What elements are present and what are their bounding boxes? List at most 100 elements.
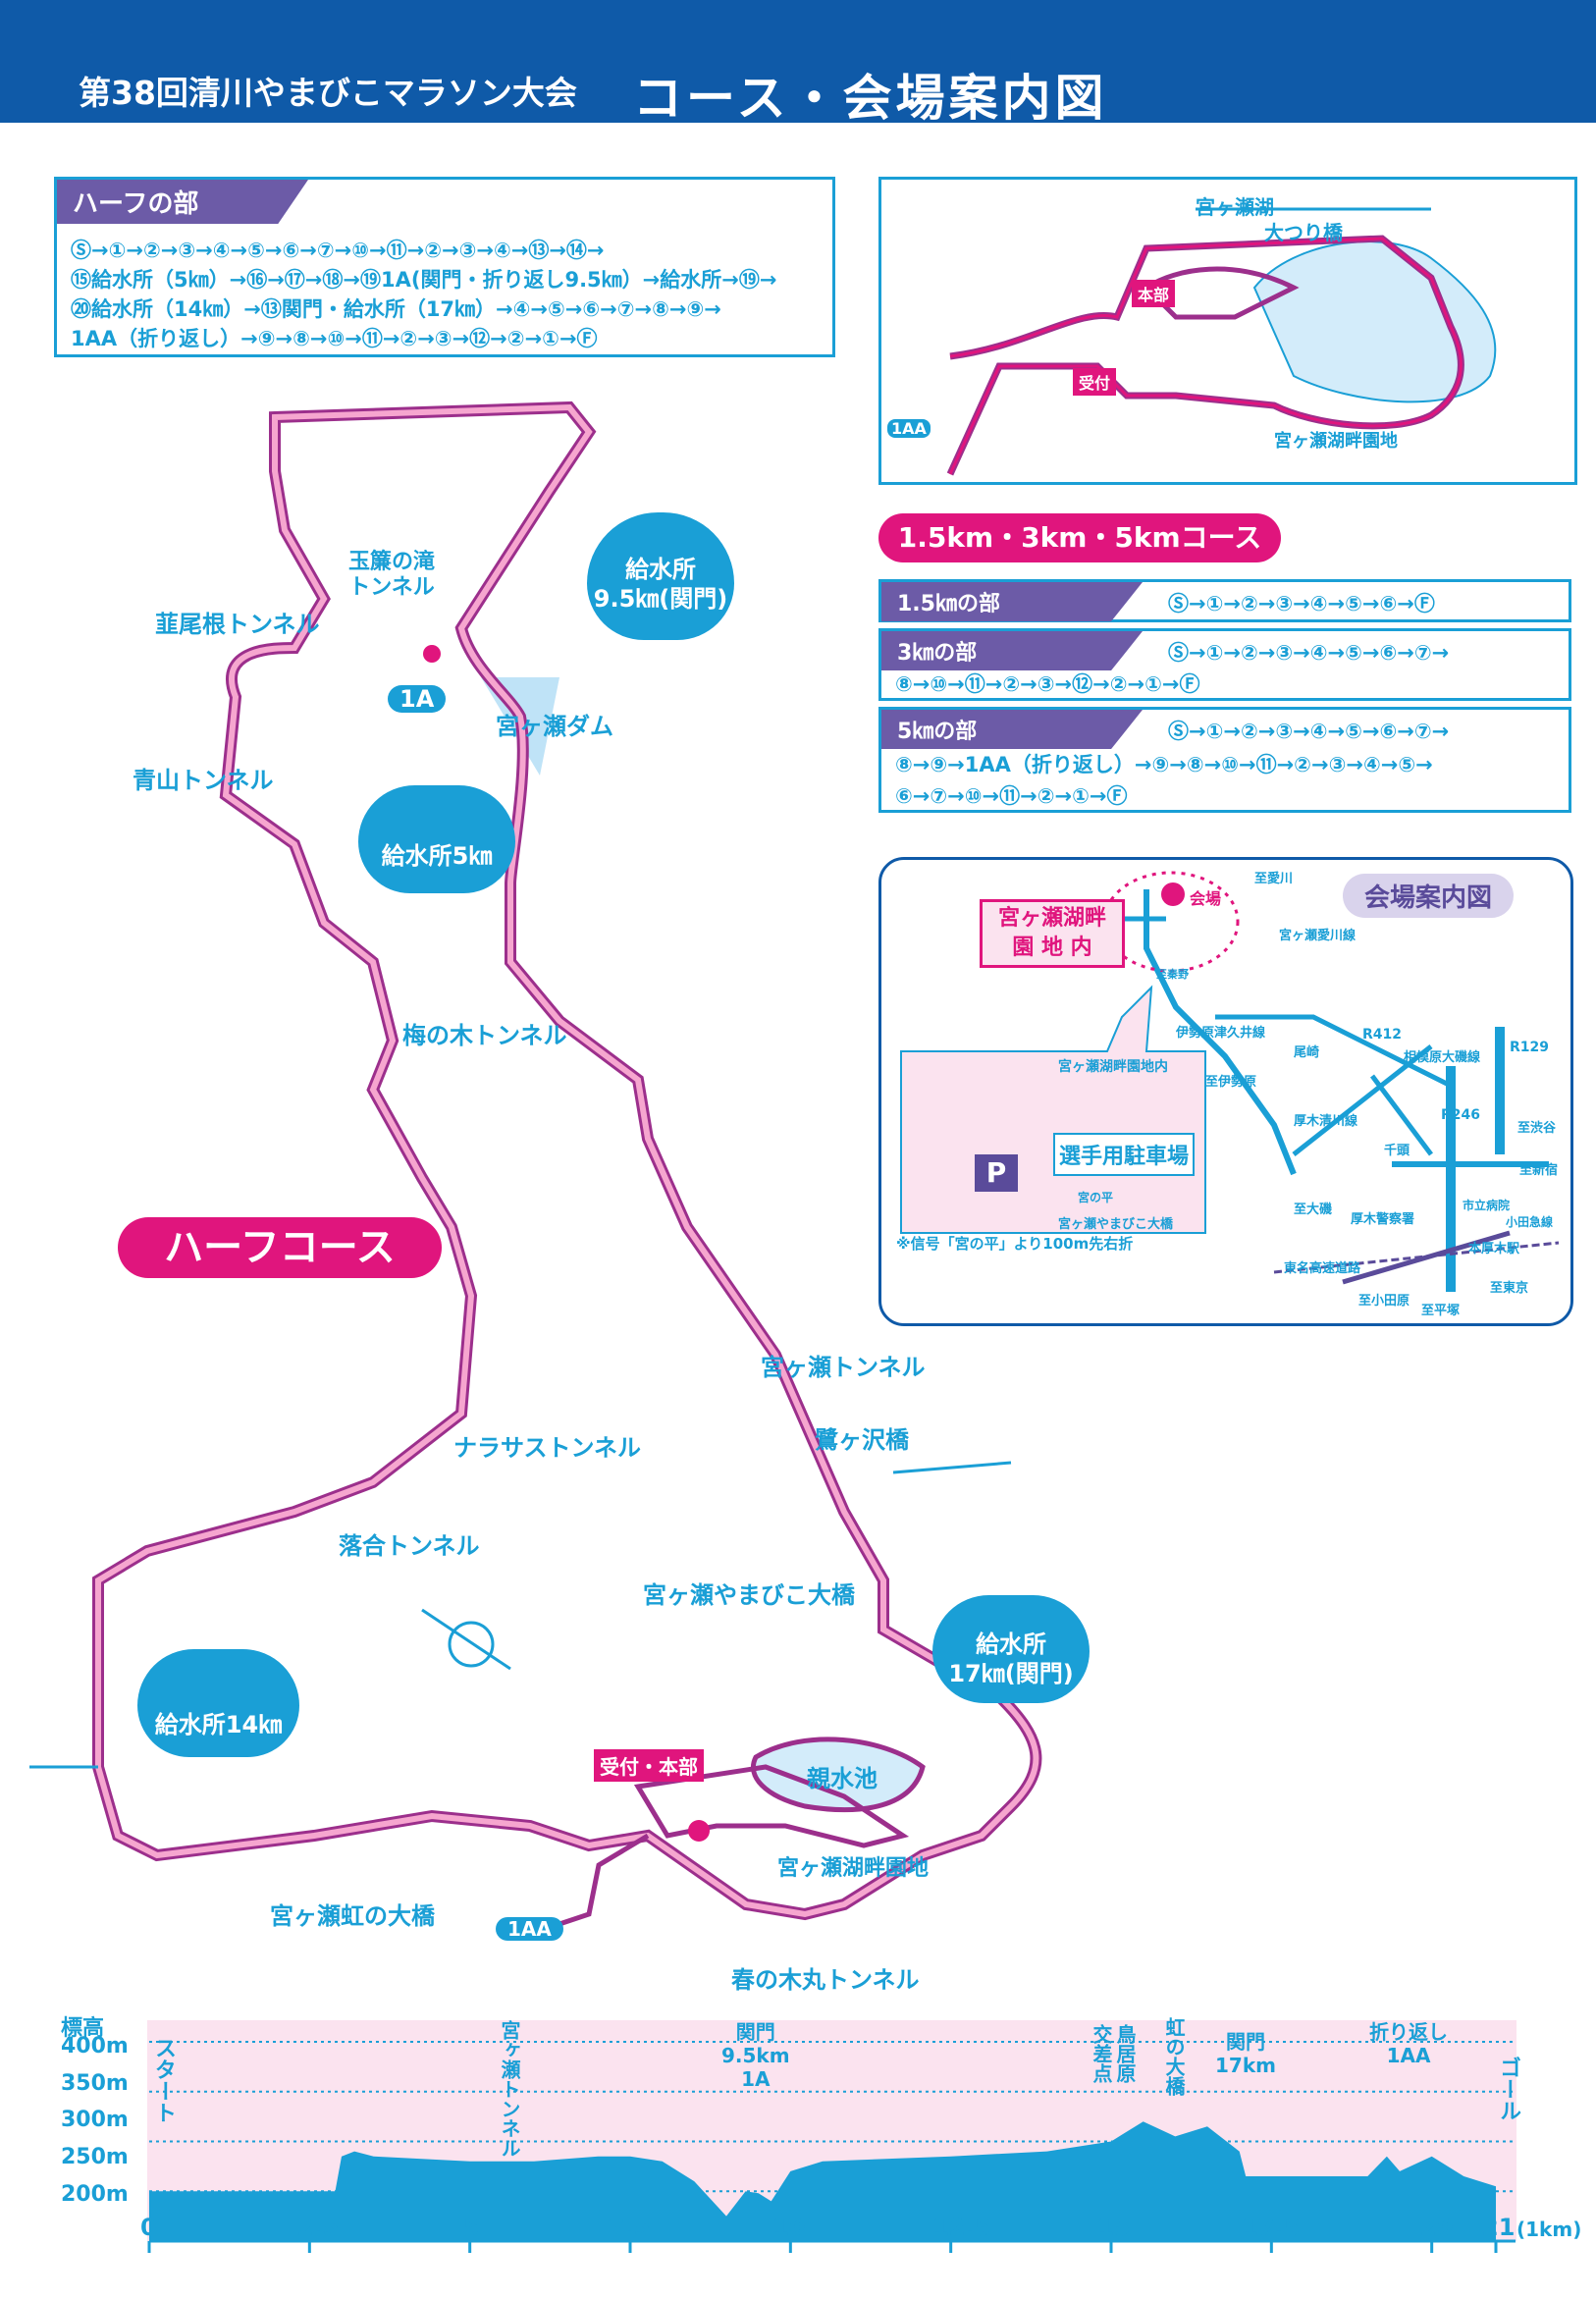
label-sagisawa-bridge: 鷺ヶ沢橋 [815,1426,909,1454]
venue-road-hadano: 至秦野 [1156,968,1189,981]
course-5km-tag: 5㎞の部 [881,710,1143,749]
venue-road-odawara: 至小田原 [1358,1294,1410,1309]
course-5km-line-1: Ⓢ→①→②→③→④→⑤→⑥→⑦→ [1168,720,1450,743]
label-aoyama-tunnel: 青山トンネル [133,767,274,794]
venue-road-r246: R246 [1441,1107,1481,1123]
course-3km-line-1: Ⓢ→①→②→③→④→⑤→⑥→⑦→ [1168,641,1450,665]
venue-road-isehara: 至伊勢原 [1205,1075,1257,1090]
venue-road-r129: R129 [1510,1040,1550,1055]
event-subtitle: 第38回清川やまびこマラソン大会 [79,74,577,112]
water-station-5km-label: 給水所5㎞ [381,842,493,870]
oyaike-pond [751,1737,926,1813]
inset-hq-label: 本部 [1132,280,1176,307]
venue-road-r412: R412 [1362,1027,1403,1043]
venue-road-hon-atsugi: 本厚木駅 [1468,1242,1520,1256]
elevation-annot-niji: 虹の大橋 [1162,2017,1186,2096]
x-tick-0: 0 [140,2214,157,2241]
elevation-annot-9-5: 関門 9.5km 1A [721,2020,790,2091]
half-course-map [29,401,1042,1937]
course-5km-box: 5㎞の部 Ⓢ→①→②→③→④→⑤→⑥→⑦→ ⑧→⑨→1AA（折り返し）→⑨→⑧→… [878,707,1571,813]
x-tick-15: 15 [1097,2214,1131,2241]
elevation-annot-17: 関門 17km [1215,2030,1276,2077]
label-tamasudare-tunnel: 玉簾の滝 トンネル [348,550,436,600]
label-dam: 宮ヶ瀬ダム [496,713,613,740]
venue-road-odakyu: 小田急線 [1506,1215,1554,1229]
course-5km-line-2: ⑧→⑨→1AA（折り返し）→⑨→⑧→⑩→⑪→②→③→④→⑤→ [895,753,1433,776]
venue-road-hospital: 市立病院 [1463,1199,1511,1212]
venue-road-tokyo: 至東京 [1490,1281,1529,1296]
label-niji-bridge: 宮ヶ瀬虹の大橋 [270,1902,435,1930]
venue-road-police: 厚木警察署 [1351,1212,1415,1227]
elevation-y-title: 標高 [61,2016,105,2041]
parking-icon: P [975,1154,1018,1192]
venue-note: ※信号「宮の平」より100m先右折 [896,1235,1134,1253]
header-bar: 第38回清川やまびこマラソン大会 コース・会場案内図 [0,0,1596,127]
label-nirao-tunnel: 韮尾根トンネル [155,611,320,638]
short-course-title: 1.5km・3km・5kmコース [878,513,1281,562]
half-route-line-2: ⑮給水所（5㎞）→⑯→⑰→⑱→⑲1A(関門・折り返し9.5㎞）→給水所→⑲→ [71,268,777,292]
half-route-line-4: 1AA（折り返し）→⑨→⑧→⑩→⑪→②→③→⑫→②→①→Ⓕ [71,327,598,350]
elevation-y-300: 300m [61,2108,129,2132]
label-yamabiko-bridge: 宮ヶ瀬やまびこ大橋 [643,1581,855,1609]
course-3km-box: 3㎞の部 Ⓢ→①→②→③→④→⑤→⑥→⑦→ ⑧→⑩→⑪→②→③→⑫→②→①→Ⓕ [878,628,1571,701]
x-tick-21: 21 [1482,2214,1516,2241]
label-oyaike-pond: 親水池 [807,1765,878,1792]
elevation-chart [147,2020,1516,2253]
x-axis-unit: (1km) [1516,2218,1582,2241]
venue-road-hiratsuka: 至平塚 [1421,1304,1461,1318]
x-tick-7-5: 7.5 [609,2214,651,2241]
venue-road-aikawa: 至愛川 [1254,872,1294,886]
inset-park-label: 宮ヶ瀬湖畔園地 [1274,431,1398,452]
venue-guide-box: 会場案内図 会場 宮ヶ瀬湖畔 園 地 内 至愛川 宮ヶ瀬愛川線 至秦野 伊勢原津… [878,857,1573,1326]
label-turn-1a: 1A [388,685,447,713]
venue-miyanotaira: 宮の平 [1078,1191,1114,1204]
inset-venue-map: 宮ヶ瀬湖 大つり橋 本部 受付 宮ヶ瀬湖畔園地 1AA [878,177,1577,485]
venue-road-shibuya: 至渋谷 [1517,1121,1557,1136]
venue-bridge2: 宮ヶ瀬やまびこ大橋 [1058,1217,1174,1232]
x-tick-17-5: 17.5 [1242,2214,1301,2241]
x-tick-10: 10 [772,2214,806,2241]
water-station-9-5km-label: 給水所 9.5㎞(関門) [593,556,728,613]
venue-road-chikashira: 千頭 [1384,1144,1410,1158]
label-miyagase-tunnel: 宮ヶ瀬トンネル [761,1354,926,1381]
water-station-14km [137,1649,299,1757]
course-5km-line-3: ⑥→⑦→⑩→⑪→②→①→Ⓕ [895,784,1128,808]
x-tick-12-5: 12.5 [932,2214,991,2241]
label-umenoki-tunnel: 梅の木トンネル [402,1022,567,1049]
inset-reception-label: 受付 [1073,368,1117,396]
venue-location-label: 宮ヶ瀬湖畔 園 地 内 [980,899,1125,968]
inset-lake-label: 宮ヶ瀬湖 [1196,195,1274,219]
water-station-14km-label: 給水所14㎞ [154,1711,283,1738]
elevation-annot-tunnel: 宮ヶ瀬トンネル [498,2020,521,2158]
label-turn-1aa: 1AA [496,1917,563,1941]
venue-road-sagamihara-oiso: 相模原大磯線 [1404,1050,1481,1065]
half-course-title: ハーフコース [118,1217,442,1278]
half-route-line-1: Ⓢ→①→②→③→④→⑤→⑥→⑦→⑩→⑪→②→③→④→⑬→⑭→ [71,239,605,262]
course-3km-tag: 3㎞の部 [881,631,1143,670]
elevation-y-350: 350m [61,2071,129,2096]
venue-road-shinjuku: 至新宿 [1519,1163,1559,1178]
elevation-annot-toriibara: 鳥居原 [1113,2024,1137,2083]
page-title: コース・会場案内図 [633,70,1108,127]
course-1-5km-tag: 1.5㎞の部 [881,582,1143,621]
venue-road-miyagase-aikawa: 宮ヶ瀬愛川線 [1279,929,1357,943]
x-tick-20: 20 [1420,2214,1454,2241]
venue-road-isehara-tsukui: 伊勢原津久井線 [1176,1026,1266,1041]
venue-road-tomei: 東名高速道路 [1284,1261,1361,1276]
venue-inset-title: 宮ヶ瀬湖畔園地内 [1058,1059,1168,1075]
water-station-9-5km [587,512,734,640]
water-station-5km [358,785,515,893]
elevation-y-250: 250m [61,2145,129,2169]
elevation-area [149,2121,1496,2241]
venue-guide-title: 会場案内図 [1343,874,1515,918]
venue-parking-label: 選手用駐車場 [1053,1133,1196,1176]
elevation-y-200: 200m [61,2182,129,2207]
label-ochiai-tunnel: 落合トンネル [339,1532,480,1560]
half-route-tag: ハーフの部 [57,180,308,224]
venue-kaijo: 会場 [1190,889,1222,908]
elevation-annot-intersection: 交差点 [1090,2024,1113,2083]
label-reception-hq: 受付・本部 [594,1749,704,1782]
elevation-y-400: 400m [61,2034,129,2058]
water-station-17km [932,1595,1090,1703]
course-1-5km-line-1: Ⓢ→①→②→③→④→⑤→⑥→Ⓕ [1168,592,1435,615]
